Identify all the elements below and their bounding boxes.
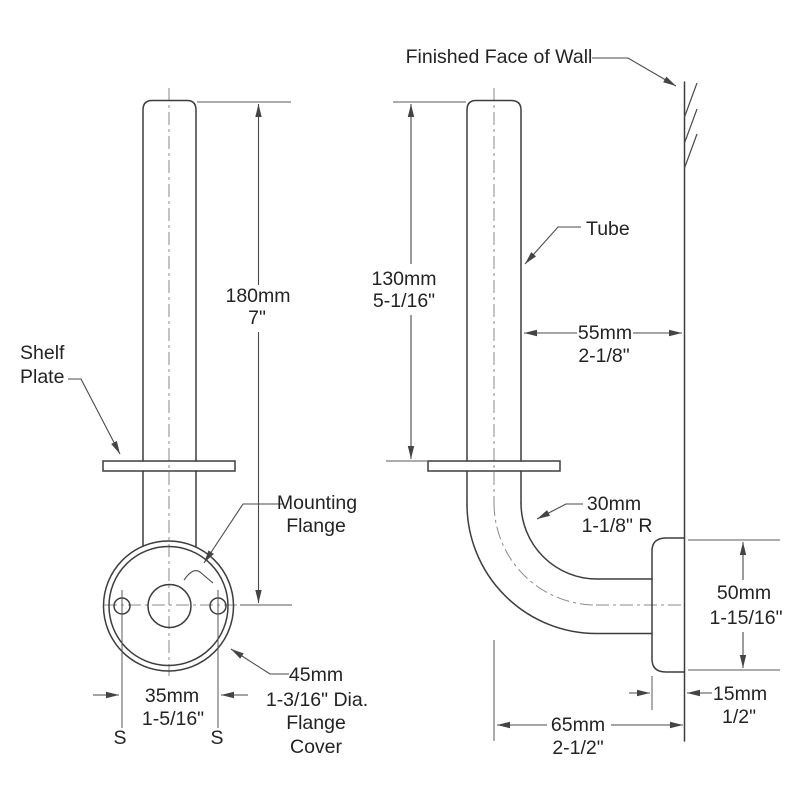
dim-cover-height: 50mm 1-15/16" (688, 539, 783, 671)
dim-55-inch: 2-1/8" (578, 345, 629, 367)
dim-overall-height-inch: 7" (248, 307, 266, 329)
flange-cover-side-profile (651, 537, 686, 673)
shelf-plate-label-line1: Shelf (20, 342, 65, 364)
front-tube-outline (142, 99, 197, 462)
tube-label: Tube (586, 218, 630, 240)
mounting-flange-label-line2: Flange (286, 515, 346, 537)
dim-hole-spacing: 35mm 1-5/16" S S (93, 590, 248, 749)
callout-finished-face-of-wall: Finished Face of Wall (406, 46, 677, 87)
callout-mounting-flange: Mounting Flange (183, 492, 357, 584)
shelf-plate-leader (68, 378, 121, 455)
dim-55-mm: 55mm (578, 322, 632, 344)
screw-mark-left: S (113, 727, 126, 749)
callout-45-word1: Flange (286, 712, 346, 734)
callout-45-inch: 1-3/16" Dia. (266, 689, 368, 711)
dim-wall-to-center: 65mm 2-1/2" (493, 640, 683, 759)
callout-45-mm: 45mm (289, 664, 343, 686)
tube-bend-inner-edge (520, 502, 653, 580)
dim-35-inch: 1-5/16" (142, 708, 204, 730)
callout-45-leader (230, 648, 289, 675)
dim-tube-to-wall: 55mm 2-1/8" (524, 322, 682, 367)
side-view (427, 81, 698, 742)
dim-65-inch: 2-1/2" (552, 737, 603, 759)
mounting-flange-label-line1: Mounting (277, 492, 357, 514)
dim-bend-radius: 30mm 1-1/8" R (536, 493, 653, 537)
mounting-flange-leader (203, 503, 284, 564)
callout-45-word2: Cover (290, 736, 343, 758)
front-tube-below-shelf (142, 470, 197, 548)
dim-shelf-mm: 130mm (371, 268, 436, 290)
callout-tube: Tube (524, 218, 630, 265)
flange-surface-squiggle (183, 570, 214, 584)
side-bend-centerline-arc (493, 502, 597, 606)
mounting-flange-outer-circle (102, 540, 235, 672)
dim-shelf-inch: 5-1/16" (373, 290, 435, 312)
dim-cover-depth: 15mm 1/2" (629, 676, 767, 728)
side-tube-outline (466, 99, 522, 462)
dim-overall-height: 180mm 7" (197, 101, 292, 606)
callout-flange-cover: 45mm 1-3/16" Dia. Flange Cover (230, 648, 368, 758)
dim-35-mm: 35mm (145, 685, 199, 707)
wall-leader (592, 57, 677, 87)
side-tube-below-shelf (466, 470, 522, 505)
finished-face-of-wall-label: Finished Face of Wall (406, 46, 593, 68)
dim-height-to-shelf: 130mm 5-1/16" (371, 101, 466, 462)
shelf-plate-label-line2: Plate (20, 366, 64, 388)
flange-cover-circle (108, 545, 229, 667)
side-shelf-plate (427, 460, 561, 472)
callout-shelf-plate: Shelf Plate (20, 342, 121, 455)
dim-30-leader (536, 503, 583, 520)
dim-65-mm: 65mm (551, 714, 605, 736)
dim-15-mm: 15mm (713, 683, 767, 705)
wall-hatching (683, 82, 698, 169)
dim-overall-height-mm: 180mm (225, 285, 290, 307)
tube-leader (524, 226, 581, 265)
tube-bend-outer-edge (466, 503, 653, 635)
front-shelf-plate (102, 460, 236, 472)
screw-mark-right: S (210, 727, 223, 749)
dim-30-mm: 30mm (587, 493, 641, 515)
flange-center-hole (147, 583, 192, 629)
centerlines (104, 88, 683, 676)
dim-30-inch: 1-1/8" R (582, 515, 653, 537)
dim-50-inch: 1-15/16" (709, 607, 782, 629)
dim-50-mm: 50mm (717, 582, 771, 604)
dim-15-inch: 1/2" (722, 706, 756, 728)
